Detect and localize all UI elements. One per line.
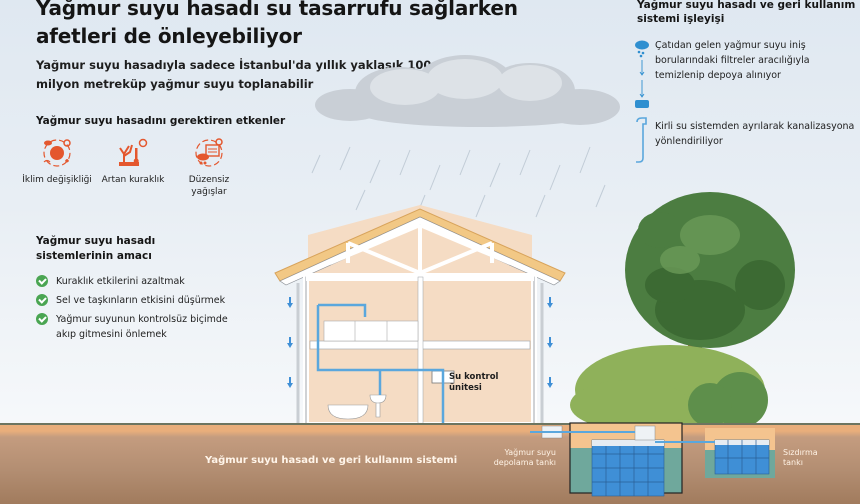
irregular-rain-icon <box>195 138 223 167</box>
house-cross-section <box>274 205 566 430</box>
drain-pipe-icon <box>636 117 647 163</box>
tree-illustration <box>570 192 795 425</box>
factor-label: Düzensiz yağışlar <box>188 175 230 197</box>
downflow-arrow-icons <box>287 297 553 388</box>
check-icon <box>36 294 48 306</box>
purpose-item-text: Kuraklık etkilerini azaltmak <box>56 276 185 287</box>
infiltration-tank-label: Sızdırma tankı <box>783 448 818 467</box>
rain-cloud-icon <box>635 40 649 58</box>
storage-tank-label: Yağmur suyu depolama tankı <box>493 448 556 467</box>
factor-climate-change: İklim değişikliği <box>22 136 92 186</box>
process-icons <box>635 40 649 163</box>
drought-icon <box>119 138 148 166</box>
purpose-item-text: Yağmur suyunun kontrolsüz biçimde akıp g… <box>56 314 228 340</box>
purpose-item: Yağmur suyunun kontrolsüz biçimde akıp g… <box>36 312 236 342</box>
tank-icon <box>635 100 649 108</box>
ground-label: Yağmur suyu hasadı ve geri kullanım sist… <box>205 455 458 466</box>
underground-tanks <box>530 422 775 497</box>
purpose-item: Sel ve taşkınların etkisini düşürmek <box>36 293 236 308</box>
process-step-2: Kirli su sistemden ayrılarak kanalizasyo… <box>655 121 855 147</box>
purpose-item: Kuraklık etkilerini azaltmak <box>36 274 236 289</box>
rain-cloud-illustration <box>311 55 620 218</box>
check-icon <box>36 275 48 287</box>
factors-title: Yağmur suyu hasadını gerektiren etkenler <box>36 115 286 127</box>
purpose-title: Yağmur suyu hasadı sistemlerinin amacı <box>36 235 156 262</box>
flow-arrow-icon <box>639 60 645 98</box>
climate-change-icon <box>43 139 71 167</box>
process-step-1: Çatıdan gelen yağmur suyu iniş boruların… <box>655 40 810 81</box>
purpose-list: Kuraklık etkilerini azaltmak Sel ve taşk… <box>36 274 236 346</box>
factor-label: İklim değişikliği <box>22 175 92 185</box>
check-icon <box>36 313 48 325</box>
page-title: Yağmur suyu hasadı su tasarrufu sağlarke… <box>36 0 518 48</box>
page-subtitle: Yağmur suyu hasadıyla sadece İstanbul'da… <box>36 58 432 91</box>
control-unit-label: Su kontrol ünitesi <box>449 372 499 393</box>
factor-irregular-rain: Düzensiz yağışlar <box>174 136 244 198</box>
factor-label: Artan kuraklık <box>101 175 165 185</box>
purpose-item-text: Sel ve taşkınların etkisini düşürmek <box>56 295 226 306</box>
factor-drought: Artan kuraklık <box>98 136 168 186</box>
process-title: Yağmur suyu hasadı ve geri kullanım sist… <box>637 0 856 25</box>
